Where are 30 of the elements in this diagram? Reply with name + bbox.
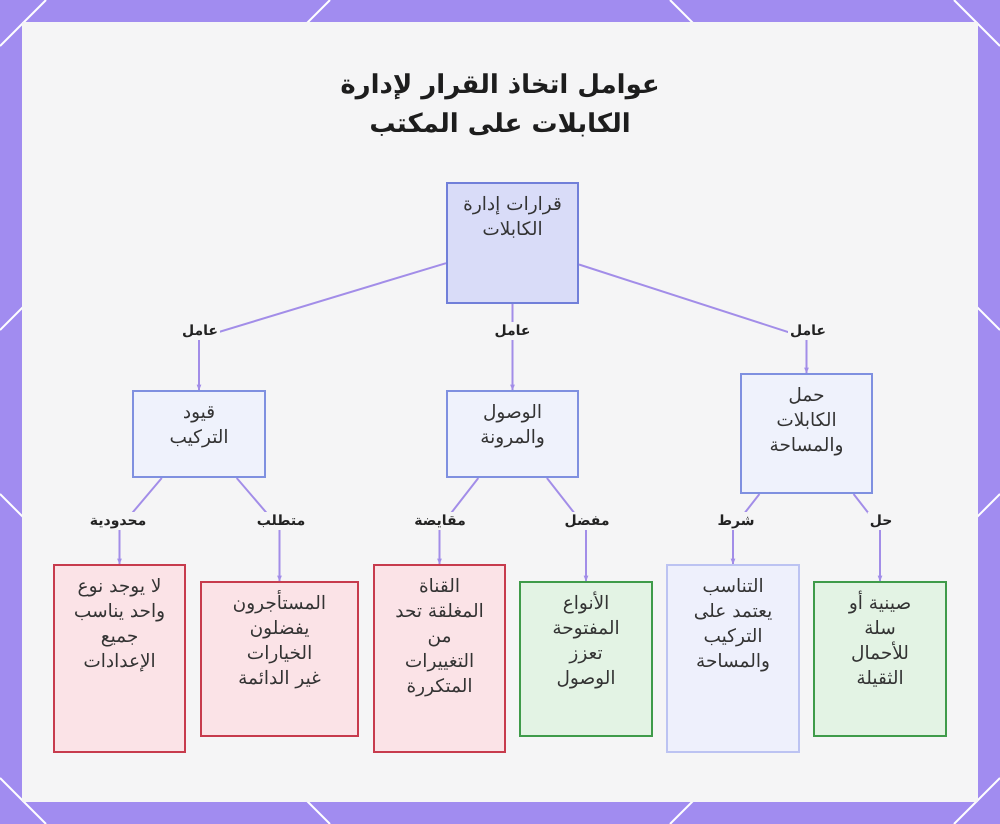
edge-label: مقايضة [412, 512, 468, 530]
factor-box [132, 390, 266, 478]
solution-box [519, 581, 653, 737]
factor-box [446, 390, 579, 478]
edge-label: حل [868, 512, 894, 530]
connector-arrow [196, 262, 446, 391]
solution-box [813, 581, 947, 737]
node-label: المستأجرون يفضلون الخيارات غير الدائمة [233, 591, 326, 691]
node-label: لا يوجد نوع واحد يناسب جميع الإعدادات [73, 575, 166, 674]
diagram-title: عوامل اتخاذ القرار لإدارة الكابلات على المكتب [339, 69, 661, 141]
drawback-box [373, 564, 506, 753]
condition-box [666, 564, 800, 753]
edge-label: عامل [492, 322, 532, 340]
node-label: قرارات إدارة الكابلات [462, 193, 563, 242]
node-label: حمل الكابلات والمساحة [768, 384, 844, 458]
node-label: القناة المغلقة تحد من التغييرات المتكررة [394, 575, 485, 699]
factor-box [740, 373, 873, 494]
node-label: التناسب يعتمد على التركيب والمساحة [692, 575, 774, 674]
connector-arrow [578, 264, 809, 374]
node-label: الوصول والمرونة [479, 401, 546, 450]
decision-box [446, 182, 579, 304]
edge-label: متطلب [254, 512, 308, 530]
edge-label: عامل [788, 322, 828, 340]
edge-label: عامل [180, 322, 220, 340]
drawback-box [53, 564, 186, 753]
node-label: صينية أو سلة للأحمال الثقيلة [834, 591, 926, 691]
node-label: الأنواع المفتوحة تعزز الوصول [551, 591, 621, 691]
node-label: قيود التركيب [168, 401, 230, 450]
edge-label: محدودية [88, 512, 148, 530]
drawback-box [200, 581, 359, 737]
